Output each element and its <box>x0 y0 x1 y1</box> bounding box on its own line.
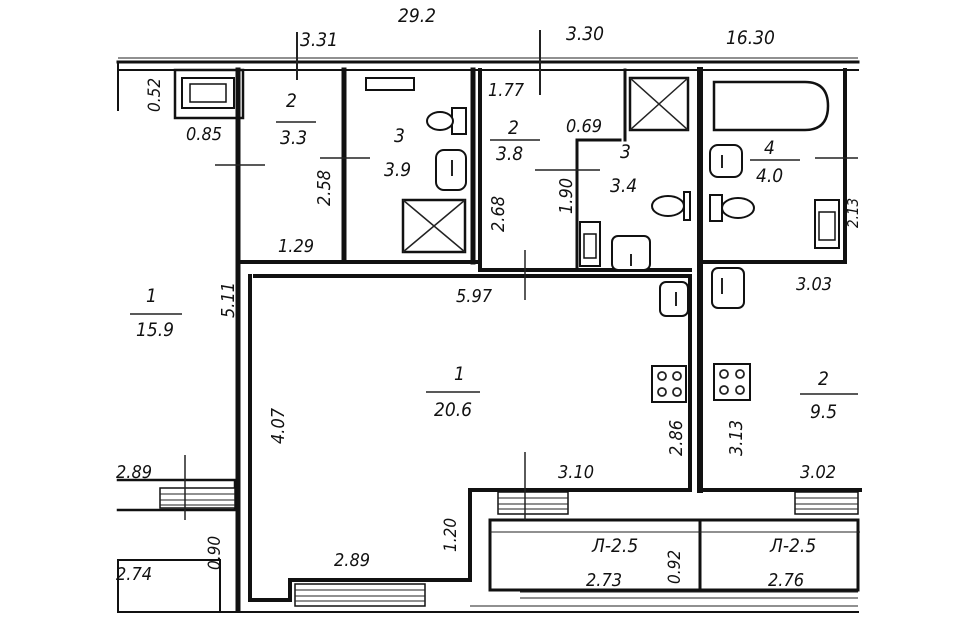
room-bath-b-area: 3.9 <box>384 159 411 181</box>
room-bath-a-number: 2 <box>286 90 297 112</box>
balcony-2-label: Л-2.5 <box>769 535 816 557</box>
room-bath-b-number: 3 <box>394 125 405 147</box>
balcony-1-label: Л-2.5 <box>591 535 638 557</box>
bath-e-toilet-icon <box>709 194 755 222</box>
room-main-area: 20.6 <box>434 399 472 421</box>
bath-b-toilet-icon <box>426 107 467 135</box>
dim-2-68: 2.68 <box>488 196 509 232</box>
dim-top-29-2: 29.2 <box>398 5 436 27</box>
dim-2-86: 2.86 <box>666 420 687 456</box>
bath-d-shower-icon <box>628 76 690 132</box>
dim-2-89-bottom: 2.89 <box>334 550 370 571</box>
dimension-ticks <box>184 30 860 533</box>
dim-3-02: 3.02 <box>800 462 836 483</box>
bath-d-sink-icon <box>611 235 651 271</box>
bath-b-sink-icon <box>435 149 467 191</box>
main-room-sink-icon <box>659 281 689 317</box>
dim-top-3-31: 3.31 <box>300 29 338 51</box>
dim-1-29: 1.29 <box>278 236 314 257</box>
dim-0-69: 0.69 <box>566 116 602 137</box>
bath-c-washer-icon <box>579 221 601 267</box>
dim-0-52: 0.52 <box>145 78 165 112</box>
bath-e-bathtub-icon <box>712 80 830 132</box>
bath-d-toilet-icon <box>651 191 691 221</box>
bath-b-shower-icon <box>401 198 467 254</box>
windows <box>159 487 859 607</box>
room-kitchen-number: 2 <box>818 368 829 390</box>
room-bath-a-area: 3.3 <box>280 127 307 149</box>
room-main-number: 1 <box>454 363 465 385</box>
balcony-door-1 <box>497 491 569 515</box>
walls <box>116 57 862 613</box>
kitchen-stove-icon <box>713 363 751 401</box>
dim-1-77: 1.77 <box>488 80 525 101</box>
dim-5-11: 5.11 <box>218 282 239 318</box>
balcony-rail <box>520 591 858 599</box>
dim-2-73: 2.73 <box>586 570 622 591</box>
bath-e-sink-icon <box>709 144 743 178</box>
room-left-number: 1 <box>146 285 157 307</box>
dim-3-13: 3.13 <box>726 420 747 456</box>
fixtures <box>181 76 840 403</box>
dim-1-20: 1.20 <box>441 518 461 552</box>
room-bath-d-number: 3 <box>620 141 631 163</box>
closet-sink-icon <box>181 77 235 109</box>
room-bath-c-number: 2 <box>508 117 519 139</box>
dim-0-85: 0.85 <box>186 124 222 145</box>
dim-5-97: 5.97 <box>456 286 493 307</box>
balcony-door-2 <box>794 491 859 515</box>
room-bath-c-area: 3.8 <box>496 143 523 165</box>
room-left-area: 15.9 <box>136 319 174 341</box>
dim-2-74: 2.74 <box>116 564 152 585</box>
dim-1-90: 1.90 <box>556 178 577 214</box>
window-left <box>159 487 236 509</box>
bath-b-shelf-icon <box>365 77 415 91</box>
dim-2-13: 2.13 <box>844 198 862 228</box>
dim-0-90: 0.90 <box>205 536 225 570</box>
dim-3-10: 3.10 <box>558 462 594 483</box>
room-bath-e-area: 4.0 <box>756 165 783 187</box>
window-main-room <box>294 583 426 607</box>
dim-4-07: 4.07 <box>268 407 289 444</box>
room-kitchen-area: 9.5 <box>810 401 837 423</box>
labels: 3.31 29.2 3.30 16.30 1 15.9 2 3.3 3 3.9 … <box>116 5 862 591</box>
kitchen-sink-icon <box>711 267 745 309</box>
dim-3-03: 3.03 <box>796 274 832 295</box>
room-bath-d-area: 3.4 <box>610 175 637 197</box>
room-bath-e-number: 4 <box>764 137 775 159</box>
dim-2-76: 2.76 <box>768 570 804 591</box>
bath-e-washer-icon <box>814 199 840 249</box>
dim-2-58: 2.58 <box>314 170 335 206</box>
dim-0-92: 0.92 <box>665 550 685 584</box>
dim-top-3-30: 3.30 <box>566 23 604 45</box>
dim-top-16-30: 16.30 <box>726 27 775 49</box>
main-room-stove-icon <box>651 365 687 403</box>
dim-2-89-left: 2.89 <box>116 462 152 483</box>
